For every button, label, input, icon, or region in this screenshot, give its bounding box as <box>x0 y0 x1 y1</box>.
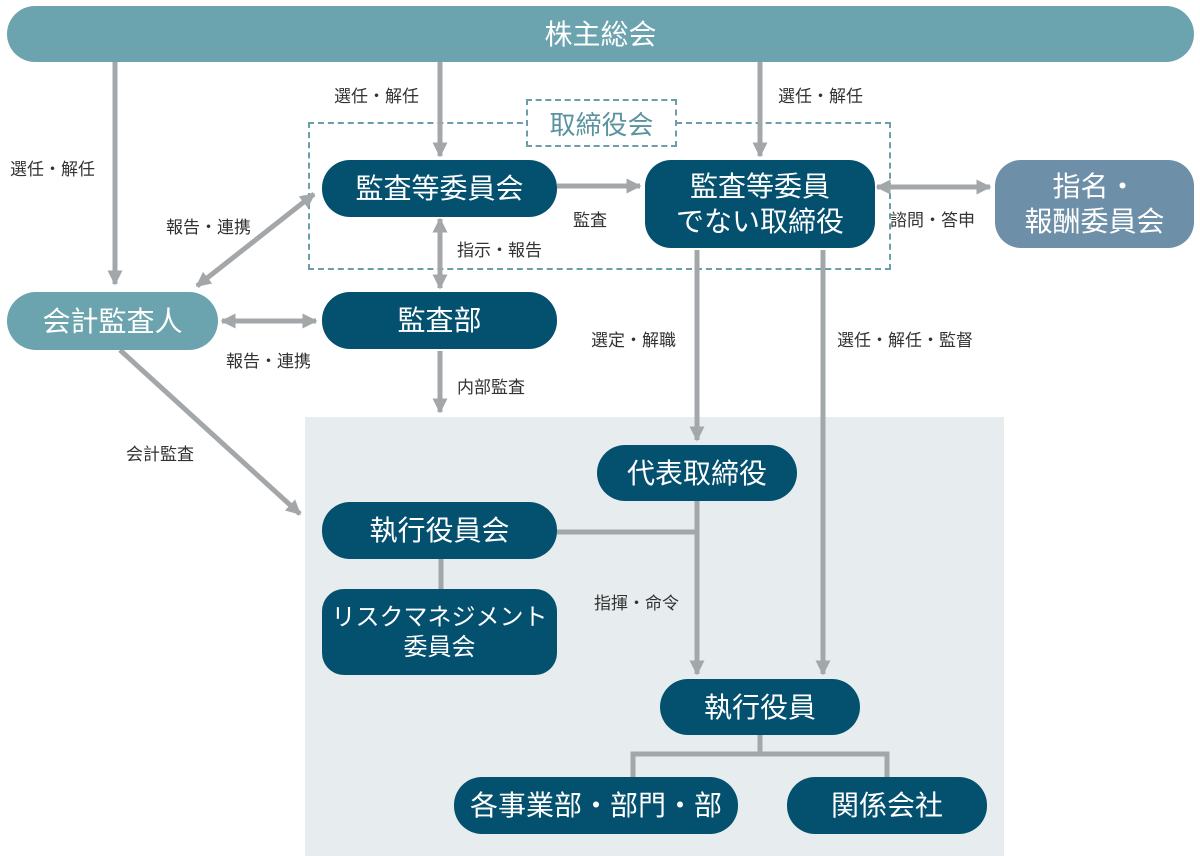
label-report-liaison-upper: 報告・連携 <box>166 218 251 238</box>
audit-department: 監査部 <box>322 292 557 349</box>
shareholders-meeting: 株主総会 <box>7 6 1194 62</box>
executive-committee: 執行役員会 <box>322 502 557 559</box>
board-of-directors-title: 取締役会 <box>526 99 677 147</box>
business-divisions: 各事業部・部門・部 <box>454 777 738 834</box>
executive-officers: 執行役員 <box>660 679 860 735</box>
label-audit: 監査 <box>573 211 607 231</box>
label-consult-respond: 諮問・答申 <box>890 211 975 231</box>
risk-management-committee: リスクマネジメント 委員会 <box>322 589 557 675</box>
arrow-auditor-audit-committee <box>195 192 316 288</box>
label-report-liaison-lower: 報告・連携 <box>226 352 311 372</box>
affiliated-companies: 関係会社 <box>787 777 987 834</box>
non-audit-directors: 監査等委員 でない取締役 <box>645 160 875 248</box>
audit-committee: 監査等委員会 <box>322 160 557 217</box>
nomination-remuneration-committee: 指名・ 報酬委員会 <box>995 160 1194 248</box>
label-internal-audit: 内部監査 <box>457 378 525 398</box>
label-appoint-remove: 選定・解職 <box>591 331 676 351</box>
label-accounting-audit: 会計監査 <box>126 445 194 465</box>
label-elect-dismiss-committee: 選任・解任 <box>334 87 419 107</box>
representative-director: 代表取締役 <box>597 445 797 501</box>
line-officers-branches <box>630 751 890 779</box>
label-command-order: 指揮・命令 <box>594 594 679 614</box>
label-instruct-report: 指示・報告 <box>457 241 542 261</box>
arrow-auditor-accounting-audit <box>118 348 302 516</box>
accounting-auditor: 会計監査人 <box>7 292 218 350</box>
label-elect-dismiss-supervise: 選任・解任・監督 <box>837 331 973 351</box>
label-elect-dismiss-directors: 選任・解任 <box>778 87 863 107</box>
label-elect-dismiss-auditor: 選任・解任 <box>10 160 95 180</box>
